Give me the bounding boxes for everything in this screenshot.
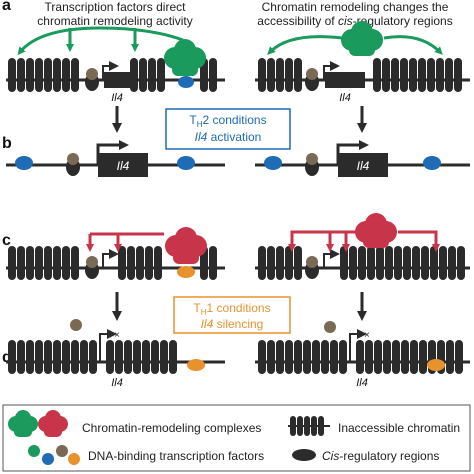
legend: Chromatin-remodeling complexes Inaccessi… xyxy=(2,404,471,472)
row-a-right: Il4 xyxy=(255,21,470,104)
header-left-line1: Transcription factors direct xyxy=(45,0,187,14)
tf-orange xyxy=(177,266,195,278)
gene-label: Il4 xyxy=(117,159,130,173)
svg-text:TH2 conditions: TH2 conditions xyxy=(189,113,266,129)
legend-tf-blue-icon xyxy=(42,453,54,465)
remodeling-complex-green xyxy=(164,39,206,76)
panel-label-b: b xyxy=(2,135,12,152)
gene-label: Il4 xyxy=(111,377,123,389)
red-arrow-c-right-left xyxy=(288,230,356,252)
gene-body xyxy=(104,72,130,88)
row-b-left: Il4 xyxy=(6,140,225,177)
tss-arrow xyxy=(102,61,119,80)
green-arrow-a-right-right xyxy=(383,35,443,55)
nucleosome-array-c-left xyxy=(8,246,217,280)
row-d-right: × Il4 xyxy=(255,321,470,389)
tf-blue xyxy=(264,156,282,170)
tss-arrow xyxy=(323,249,340,268)
tss-arrow xyxy=(102,249,119,268)
tf-brown xyxy=(306,68,318,80)
svg-text:TH1 conditions: TH1 conditions xyxy=(193,301,270,317)
nucleosome-array-d-right xyxy=(258,340,463,374)
panel-label-c: c xyxy=(2,232,11,249)
tf-blue xyxy=(177,156,195,170)
tf-orange xyxy=(427,359,445,371)
gene-body xyxy=(98,153,148,177)
nucleosome-array-c-right xyxy=(258,246,465,280)
tf-orange xyxy=(187,359,205,371)
nucleosome-array-d-left xyxy=(8,340,177,374)
gene-label: Il4 xyxy=(111,92,123,104)
remodeling-complex-red xyxy=(355,213,397,248)
nucleosome-array-a-right xyxy=(258,58,462,92)
th1-condition-box: TH1 conditions Il4 silencing xyxy=(173,296,291,334)
tss-arrow-blocked xyxy=(349,329,367,362)
tf-brown xyxy=(86,68,98,80)
tf-blue xyxy=(178,76,194,88)
gene-body xyxy=(325,72,365,88)
tf-brown xyxy=(67,153,79,165)
block-mark: × xyxy=(114,330,120,341)
row-c-right xyxy=(255,213,470,280)
remodeling-complex-green xyxy=(341,21,383,56)
nucleosome-array-a-left xyxy=(8,58,217,92)
gene-label: Il4 xyxy=(356,377,368,389)
svg-text:Il4 activation: Il4 activation xyxy=(195,130,262,144)
tf-blue xyxy=(423,156,441,170)
tf-brown xyxy=(306,256,318,268)
row-a-left: Il4 xyxy=(6,26,225,104)
legend-tf-orange-icon xyxy=(68,453,80,465)
legend-tf-brown-icon xyxy=(56,445,68,457)
legend-cis-region-icon xyxy=(292,449,316,461)
tf-brown xyxy=(86,256,98,268)
gene-body xyxy=(338,153,388,177)
legend-tf-green-icon xyxy=(28,445,40,457)
row-b-right: Il4 xyxy=(255,140,470,177)
block-mark: × xyxy=(364,330,370,341)
legend-inaccessible-label: Inaccessible chromatin xyxy=(338,421,460,435)
header-right-line2: accessibility of cis-regulatory regions xyxy=(257,14,452,28)
gene-label: Il4 xyxy=(357,159,370,173)
legend-green-complex-icon xyxy=(8,410,38,437)
tf-brown xyxy=(70,319,82,331)
tss-arrow-blocked xyxy=(99,329,117,362)
tf-brown xyxy=(324,321,336,333)
tss-arrow xyxy=(323,61,340,80)
svg-text:Il4 silencing: Il4 silencing xyxy=(201,317,264,331)
legend-remodeling-label: Chromatin-remodeling complexes xyxy=(82,421,261,435)
legend-inaccessible-chromatin-icon xyxy=(288,416,330,436)
green-arrow-a-left xyxy=(17,26,184,56)
header-left-line2: chromatin remodeling activity xyxy=(37,14,192,28)
tf-brown xyxy=(306,153,318,165)
panel-label-a: a xyxy=(2,0,11,14)
gene-label: Il4 xyxy=(339,92,351,104)
red-arrow-c-right-right xyxy=(398,230,440,252)
remodeling-complex-red xyxy=(165,227,207,264)
panel-label-d: d xyxy=(2,349,12,366)
green-arrow-a-right-left xyxy=(267,35,343,55)
legend-red-complex-icon xyxy=(38,410,68,437)
th2-condition-box: TH2 conditions Il4 activation xyxy=(165,108,291,150)
row-d-left: × Il4 xyxy=(6,319,225,389)
legend-cis-label: Cis-regulatory regions xyxy=(322,449,439,463)
row-c-left xyxy=(6,227,225,280)
header-right-line1: Chromatin remodeling changes the xyxy=(262,0,449,14)
tf-blue xyxy=(15,156,33,170)
legend-tf-label: DNA-binding transcription factors xyxy=(88,449,264,463)
